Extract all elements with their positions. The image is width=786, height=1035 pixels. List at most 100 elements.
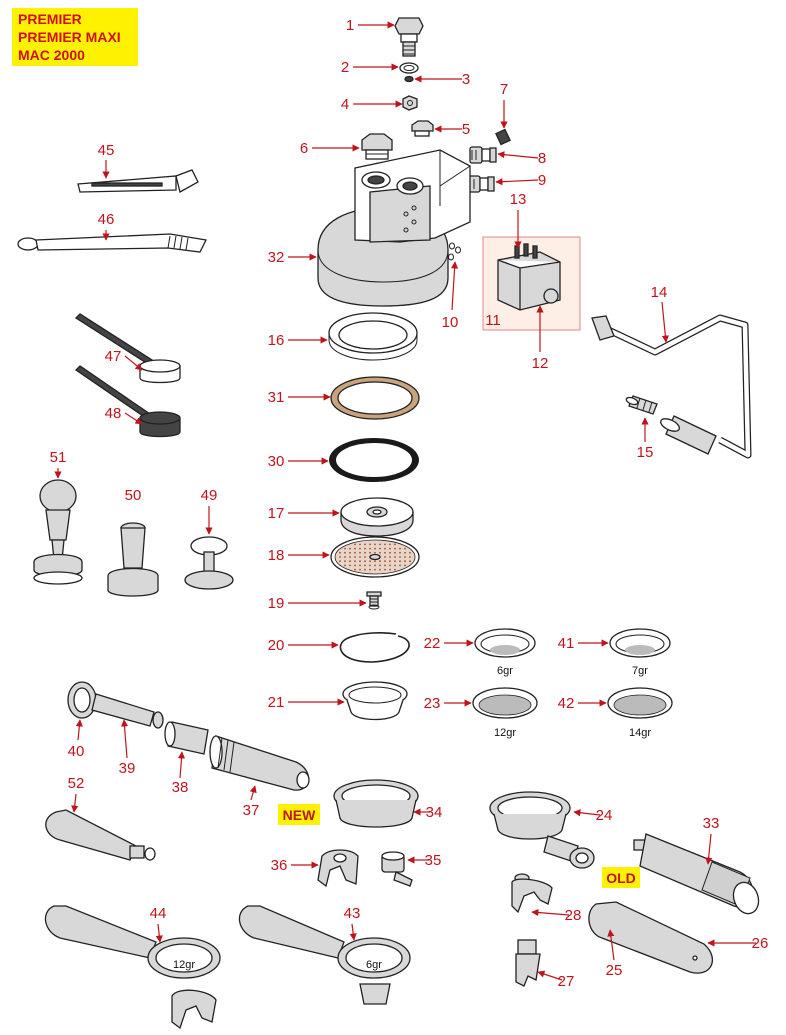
callout-48: 48: [105, 405, 122, 422]
part-21-drawing: [342, 681, 408, 721]
callout-35: 35: [425, 852, 442, 869]
part-31-drawing: [330, 376, 420, 420]
part-41-drawing: [609, 628, 671, 658]
leader-line-27: [537, 970, 563, 981]
callout-50: 50: [125, 487, 142, 504]
part-33-drawing: [633, 833, 760, 915]
gram-label-23: 12gr: [494, 727, 516, 739]
leader-line-43: [349, 923, 357, 941]
callout-46: 46: [98, 211, 115, 228]
part-18-drawing: [330, 536, 420, 578]
callout-7: 7: [500, 81, 508, 98]
gram-label-44: 12gr: [173, 959, 195, 971]
callout-22: 22: [424, 635, 441, 652]
callout-9: 9: [538, 172, 546, 189]
part-43-drawing: [238, 905, 411, 1005]
leader-line-9: [495, 178, 539, 186]
callout-6: 6: [300, 140, 308, 157]
part-3-drawing: [404, 75, 414, 83]
callout-33: 33: [703, 815, 720, 832]
part-39-drawing: [91, 693, 164, 729]
callout-14: 14: [651, 284, 668, 301]
gram-label-42: 14gr: [629, 727, 651, 739]
callout-16: 16: [268, 332, 285, 349]
callout-1: 1: [346, 17, 354, 34]
part-46-drawing: [17, 233, 207, 253]
part-10-drawing: [448, 242, 461, 261]
callout-2: 2: [341, 59, 349, 76]
part-12-drawing: [497, 243, 561, 311]
part-27-drawing: [515, 939, 541, 987]
leader-line-10: [451, 261, 459, 311]
callout-13: 13: [510, 191, 527, 208]
part-51-drawing: [33, 479, 83, 585]
leader-line-38: [177, 751, 186, 779]
part-44-drawing: [44, 905, 221, 1030]
model-line-2: PREMIER MAXI: [18, 29, 121, 45]
callout-8: 8: [538, 150, 546, 167]
part-22-drawing: [474, 628, 536, 658]
callout-44: 44: [150, 905, 167, 922]
leader-line-44: [155, 923, 163, 943]
callout-45: 45: [98, 142, 115, 159]
part-20-drawing: [339, 632, 410, 663]
leader-line-33: [705, 833, 713, 865]
callout-28: 28: [565, 907, 582, 924]
gram-label-41: 7gr: [632, 665, 648, 677]
gram-label-43: 6gr: [366, 959, 382, 971]
leader-line-37: [249, 785, 257, 801]
leader-line-39: [120, 719, 129, 759]
part-48-drawing: [74, 365, 181, 438]
part-16-drawing: [328, 312, 418, 361]
model-title-box: PREMIER PREMIER MAXI MAC 2000: [12, 8, 138, 66]
part-47-drawing: [74, 313, 181, 384]
callout-26: 26: [752, 935, 769, 952]
part-50-drawing: [107, 522, 159, 597]
callout-5: 5: [462, 121, 470, 138]
callout-31: 31: [268, 389, 285, 406]
part-14-drawing: [591, 314, 752, 459]
leader-line-47: [124, 355, 143, 371]
part-35-drawing: [381, 851, 413, 887]
callout-34: 34: [426, 804, 443, 821]
part-23-drawing: [472, 687, 538, 719]
part-30-drawing: [329, 438, 419, 482]
gram-label-22: 6gr: [497, 665, 513, 677]
part-32-drawing: [317, 149, 471, 307]
part-36-drawing: [317, 849, 359, 888]
part-45-drawing: [77, 169, 199, 193]
callout-20: 20: [268, 637, 285, 654]
callout-24: 24: [596, 807, 613, 824]
part-6-drawing: [361, 133, 393, 160]
part-19-drawing: [366, 591, 382, 610]
callout-25: 25: [606, 962, 623, 979]
old-tag: OLD: [602, 867, 640, 888]
callout-12: 12: [532, 355, 549, 372]
part-37-drawing: [209, 735, 310, 791]
part-7-drawing: [495, 128, 511, 146]
callout-43: 43: [344, 905, 361, 922]
part-34-drawing: [333, 779, 419, 828]
leader-line-48: [124, 412, 143, 425]
callout-39: 39: [119, 760, 136, 777]
part-49-drawing: [184, 536, 234, 590]
callout-15: 15: [637, 444, 654, 461]
part-52-drawing: [45, 809, 156, 861]
part-9-drawing: [467, 175, 495, 193]
leader-line-24: [573, 809, 601, 817]
part-15-drawing: [625, 395, 658, 415]
leader-line-52: [71, 793, 79, 813]
part-25-drawing: [588, 901, 714, 974]
callout-32: 32: [268, 249, 285, 266]
callout-23: 23: [424, 695, 441, 712]
part-38-drawing: [164, 721, 209, 755]
callout-42: 42: [558, 695, 575, 712]
callout-19: 19: [268, 595, 285, 612]
leader-line-40: [75, 719, 83, 741]
callout-17: 17: [268, 505, 285, 522]
part-1-drawing: [394, 17, 424, 57]
callout-27: 27: [558, 973, 575, 990]
part-2-drawing: [399, 62, 419, 74]
